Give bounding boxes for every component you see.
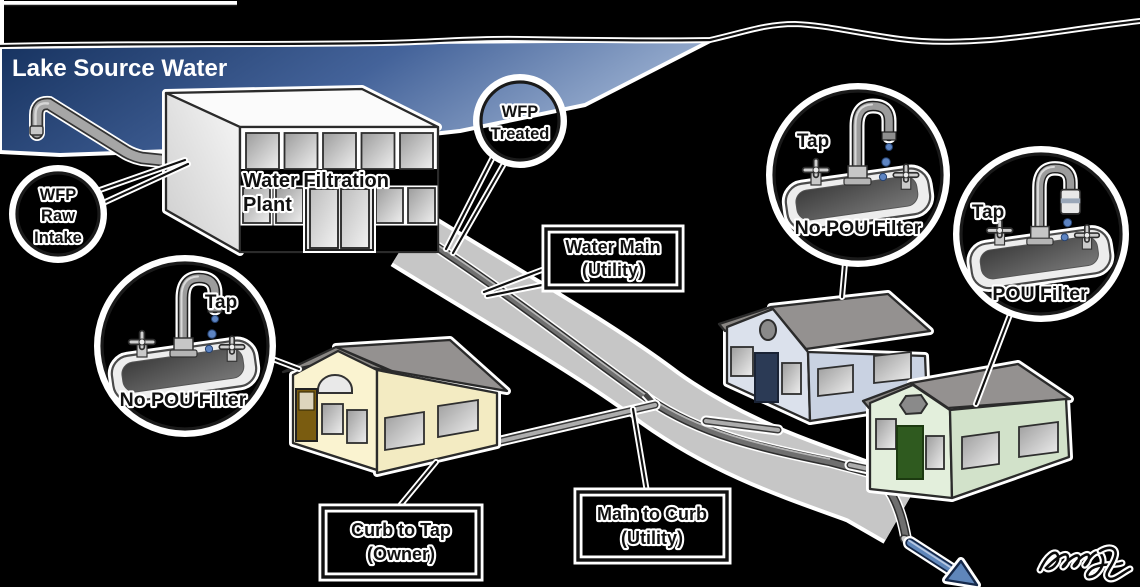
house-left bbox=[281, 336, 511, 477]
tap-middle-filter-label: No POU Filter bbox=[795, 217, 922, 239]
label-water-main: Water Main (Utility) bbox=[541, 224, 685, 293]
house-right bbox=[861, 360, 1074, 502]
house-left-arch-window bbox=[317, 374, 353, 394]
house-left-window bbox=[321, 403, 344, 435]
house-right-door bbox=[896, 425, 924, 480]
house-middle-window bbox=[781, 362, 802, 395]
raw-intake-label-3: Intake bbox=[34, 229, 82, 247]
plant-window bbox=[375, 187, 404, 224]
treated-label-2: Treated bbox=[491, 125, 550, 143]
plant-name-line1: Water Filtration bbox=[243, 170, 389, 192]
service-line-middle-house bbox=[700, 415, 784, 436]
plant-window bbox=[245, 132, 280, 170]
house-middle-window bbox=[730, 346, 754, 377]
curb-to-tap-label-1: Curb to Tap bbox=[351, 520, 451, 540]
label-curb-to-tap: Curb to Tap (Owner) bbox=[318, 503, 484, 582]
raw-intake-pipe bbox=[29, 95, 198, 171]
house-left-window bbox=[346, 409, 368, 444]
house-right-window bbox=[961, 430, 1000, 471]
leader-lines bbox=[94, 152, 1014, 511]
flow-direction-arrow bbox=[903, 536, 981, 587]
house-right-window bbox=[1018, 420, 1059, 459]
house-right-window bbox=[925, 435, 945, 470]
house-middle-window bbox=[817, 363, 854, 398]
plant-window bbox=[322, 132, 357, 170]
treated-label-1: WFP bbox=[502, 103, 539, 121]
house-right-window bbox=[875, 418, 897, 450]
label-main-to-curb: Main to Curb (Utility) bbox=[573, 487, 732, 565]
callout-tap-right: Tap POU Filter bbox=[953, 146, 1129, 322]
house-left-door-window bbox=[298, 391, 315, 411]
arrowhead-icon bbox=[944, 559, 979, 587]
water-main-label-2: (Utility) bbox=[582, 260, 644, 280]
tap-left-label: Tap bbox=[205, 292, 237, 313]
house-left-roof bbox=[334, 338, 509, 393]
main-to-curb-label-1: Main to Curb bbox=[597, 504, 707, 524]
water-main-label-1: Water Main bbox=[565, 237, 660, 257]
tap-middle-label: Tap bbox=[797, 131, 829, 152]
house-middle-window bbox=[873, 350, 912, 385]
house-middle-door bbox=[754, 352, 779, 403]
shoreline bbox=[0, 19, 1140, 48]
plant-door bbox=[309, 188, 339, 249]
service-line-left-house bbox=[486, 399, 661, 449]
house-left-window bbox=[437, 398, 479, 439]
plant-door bbox=[340, 188, 370, 249]
shoreline-halo bbox=[0, 18, 1140, 49]
plant-window bbox=[407, 187, 436, 224]
plant-window bbox=[360, 132, 396, 170]
water-filtration-plant-building: Water Filtration Plant bbox=[162, 85, 442, 256]
tap-left-filter-label: No POU Filter bbox=[120, 389, 247, 411]
callout-wfp-treated: WFP Treated bbox=[473, 74, 567, 168]
main-to-curb-label-2: (Utility) bbox=[621, 528, 683, 548]
plant-window bbox=[242, 187, 271, 224]
intake-pipe-cap bbox=[29, 125, 44, 136]
tap-right-label: Tap bbox=[972, 202, 1004, 223]
raw-intake-label-1: WFP bbox=[40, 186, 77, 204]
callout-wfp-raw-intake: WFP Raw Intake bbox=[9, 165, 107, 263]
curb-to-tap-label-2: (Owner) bbox=[367, 544, 435, 564]
plant-name-line2: Plant bbox=[243, 194, 292, 216]
callout-tap-middle: Tap No POU Filter bbox=[766, 83, 950, 267]
artist-signature bbox=[1036, 544, 1134, 583]
house-left-window bbox=[384, 410, 425, 452]
plant-window bbox=[283, 132, 319, 170]
house-right-gable-vent bbox=[898, 393, 929, 416]
callout-tap-left: Tap No POU Filter bbox=[94, 255, 276, 437]
raw-intake-label-2: Raw bbox=[41, 207, 75, 225]
lake-label: Lake Source Water bbox=[12, 55, 227, 82]
house-middle-gable-vent bbox=[759, 319, 777, 341]
tap-right-filter-label: POU Filter bbox=[992, 283, 1088, 305]
plant-window bbox=[399, 132, 434, 170]
